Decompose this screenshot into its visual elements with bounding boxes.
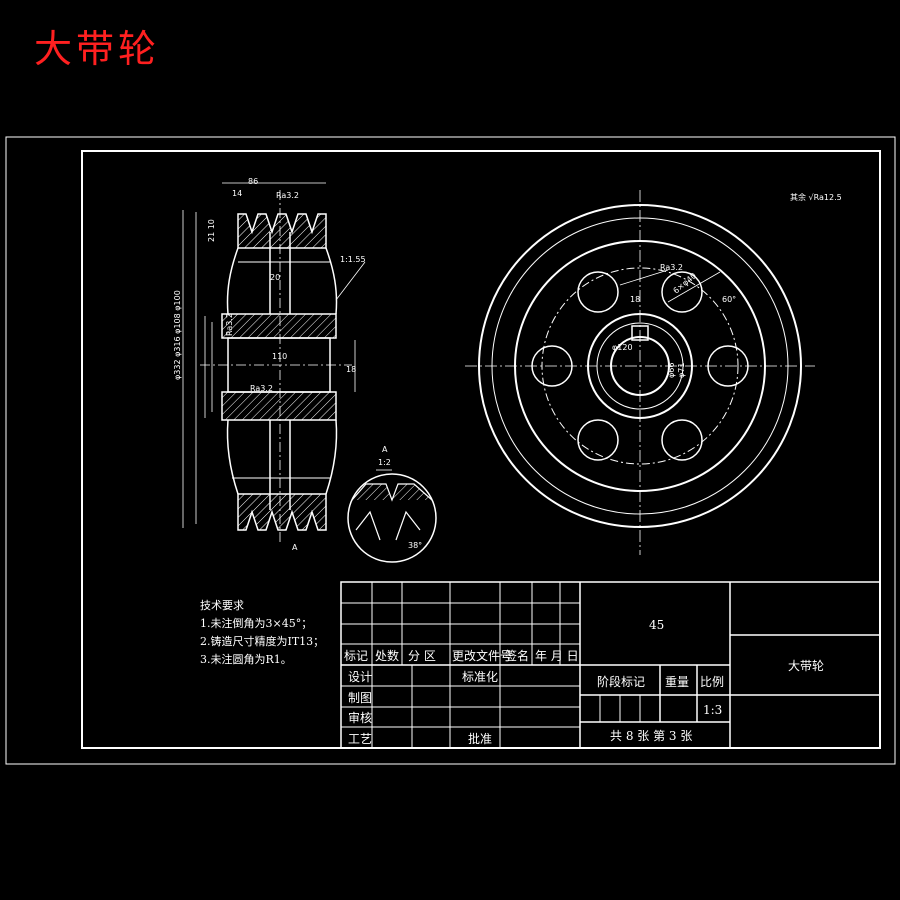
- material-cell: 45: [649, 618, 664, 632]
- ra-bore: Ra3.2: [250, 384, 273, 393]
- dim-taper: 1:1.55: [340, 255, 366, 264]
- row-review: 审核: [348, 710, 372, 725]
- dim-bore-len: 110: [272, 352, 287, 361]
- weight-cell: 重量: [665, 675, 689, 689]
- outer-border: [5, 136, 896, 765]
- header-mark: 标记: [344, 649, 368, 663]
- tech-item-3: 3.未注圆角为R1。: [200, 652, 292, 666]
- dim-small: 14: [232, 189, 242, 198]
- hub-section-bottom: [221, 391, 337, 421]
- dim-key: 18: [346, 365, 356, 374]
- hub-section-top: [221, 313, 337, 339]
- row-process: 工艺: [348, 732, 372, 746]
- sheets-cell: 共 8 张 第 3 张: [610, 729, 692, 743]
- front-dim-hub2: φ71: [677, 363, 686, 378]
- header-count: 处数: [375, 648, 399, 663]
- header-date: 年 月 日: [535, 649, 579, 663]
- dim-top: 86: [248, 177, 258, 186]
- front-dim-bore: φ120: [612, 343, 633, 352]
- rim-top: [237, 213, 327, 249]
- ra-hub: Ra3.2: [225, 313, 234, 336]
- title-block: [340, 581, 881, 749]
- diameters: φ332 φ316 φ108 φ100: [173, 290, 182, 380]
- standardize-cell: 标准化: [462, 670, 498, 684]
- part-name-cell: 大带轮: [788, 659, 824, 673]
- tech-item-2: 2.铸造尺寸精度为IT13；: [200, 634, 324, 648]
- rim-bottom: [237, 493, 327, 531]
- front-dim-hub: φ66: [667, 363, 676, 378]
- dim-web: 20: [270, 273, 280, 282]
- dim-groove: 21 10: [207, 219, 216, 242]
- row-design: 设计: [348, 670, 372, 684]
- row-draw: 制图: [348, 691, 372, 705]
- header-zone: 分 区: [408, 649, 436, 663]
- detail-angle: 38°: [408, 541, 422, 550]
- stage-mark-cell: 阶段标记: [597, 674, 645, 689]
- front-dim-keyway: 18: [630, 295, 640, 304]
- page-title: 大带轮: [34, 27, 161, 71]
- scale-value-cell: 1:3: [703, 703, 722, 717]
- detail-view: [347, 469, 437, 563]
- detail-scale: 1:2: [378, 458, 391, 467]
- header-doc: 更改文件号: [452, 648, 512, 663]
- approve-cell: 批准: [468, 731, 492, 746]
- scale-label-cell: 比例: [700, 675, 724, 689]
- tech-heading: 技术要求: [200, 599, 244, 612]
- detail-label: A: [382, 445, 388, 454]
- view-marker: A: [292, 543, 298, 552]
- front-view: [465, 190, 815, 555]
- tech-item-1: 1.未注倒角为3×45°；: [200, 616, 312, 630]
- ra-top: Ra3.2: [276, 191, 299, 200]
- front-angle: 60°: [722, 295, 736, 304]
- header-sign: 签名: [505, 648, 529, 663]
- section-view: [182, 182, 366, 545]
- front-ra-top: Ra3.2: [660, 263, 683, 272]
- surface-note: 其余 √Ra12.5: [790, 192, 842, 202]
